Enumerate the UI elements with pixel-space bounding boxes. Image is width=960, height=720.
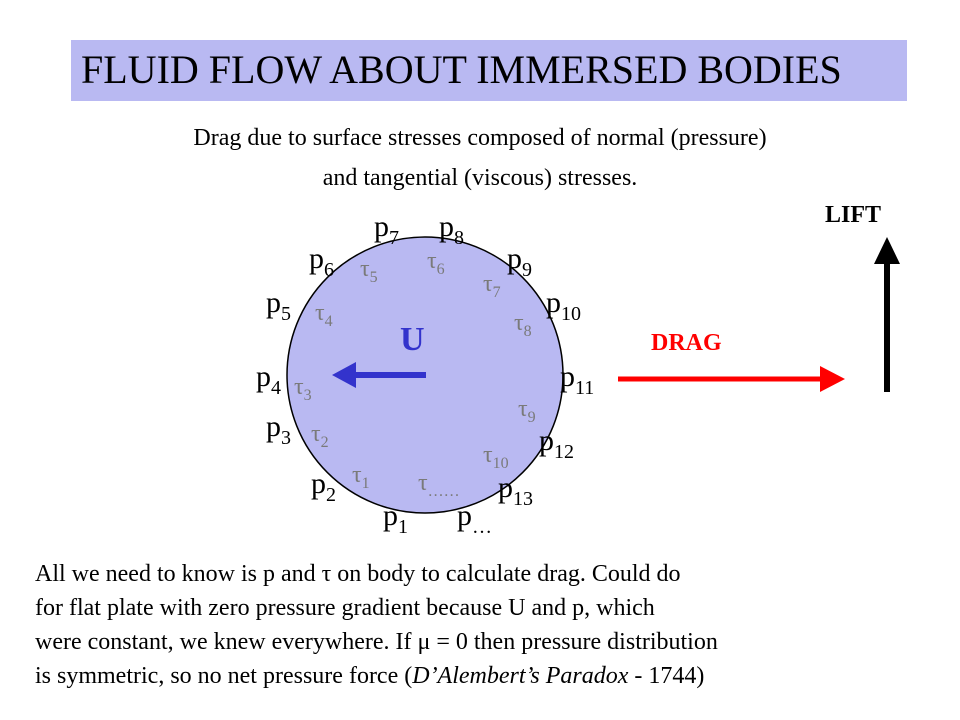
drag-arrow-head	[820, 366, 845, 392]
pressure-label: p2	[311, 467, 336, 506]
pressure-label: p1	[383, 499, 408, 538]
pressure-label: p10	[546, 286, 581, 325]
pressure-label: p12	[539, 424, 574, 463]
pressure-label: p6	[309, 242, 334, 281]
pressure-label: p11	[560, 360, 594, 399]
shear-label: τ2	[311, 421, 329, 451]
subtitle-line-1: Drag due to surface stresses composed of…	[193, 125, 767, 151]
lift-arrow-head	[874, 237, 900, 264]
shear-label: τ7	[483, 271, 501, 301]
title-banner: FLUID FLOW ABOUT IMMERSED BODIES	[71, 40, 907, 101]
shear-label: τ6	[427, 248, 445, 278]
page-title: FLUID FLOW ABOUT IMMERSED BODIES	[81, 47, 842, 92]
flow-arrow-head	[332, 362, 356, 388]
shear-label: τ8	[514, 310, 532, 340]
pressure-label: p8	[439, 210, 464, 249]
shear-label: τ……	[418, 470, 460, 500]
pressure-label: p7	[374, 210, 399, 249]
pressure-label: p5	[266, 286, 291, 325]
body-text-line-4-end: - 1744)	[628, 663, 705, 689]
pressure-label: p…	[457, 499, 492, 538]
body-text-line-1: All we need to know is p and τ on body t…	[35, 561, 681, 587]
body-text-line-4: is symmetric, so no net pressure force (…	[35, 662, 704, 690]
paradox-name: D’Alembert’s Paradox	[412, 663, 629, 689]
pressure-label: p9	[507, 242, 532, 281]
shear-labels: τ5 τ6 τ7 τ4 τ8 τ3 τ9 τ2 τ10 τ1 τ……	[294, 248, 536, 500]
body-text-line-4-start: is symmetric, so no net pressure force (	[35, 663, 413, 689]
shear-label: τ4	[315, 300, 333, 330]
drag-label: DRAG	[651, 330, 722, 356]
shear-label: τ9	[518, 396, 536, 426]
body-text-line-3: were constant, we knew everywhere. If μ …	[35, 629, 718, 655]
subtitle-line-2: and tangential (viscous) stresses.	[322, 165, 638, 191]
shear-label: τ1	[352, 462, 370, 492]
lift-label: LIFT	[825, 202, 881, 228]
shear-label: τ3	[294, 374, 312, 404]
pressure-label: p4	[256, 360, 281, 399]
pressure-label: p3	[266, 410, 291, 449]
shear-label: τ10	[483, 442, 509, 472]
pressure-label: p13	[498, 471, 533, 510]
pressure-labels: p7 p8 p6 p9 p5 p10 p4 p11 p3 p12 p2 p13 …	[256, 210, 594, 538]
shear-label: τ5	[360, 256, 378, 286]
body-text-line-2: for flat plate with zero pressure gradie…	[35, 595, 655, 621]
flow-label: U	[400, 321, 425, 358]
